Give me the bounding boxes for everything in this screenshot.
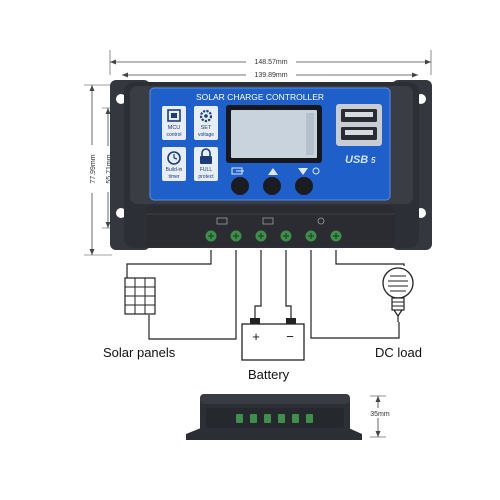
up-arrow-icon	[268, 168, 278, 175]
svg-text:MCU: MCU	[168, 125, 181, 131]
solar-panels-label: Solar panels	[103, 345, 176, 360]
dc-load-label: DC load	[375, 345, 422, 360]
panel-title: SOLAR CHARGE CONTROLLER	[196, 92, 324, 102]
usb-symbol: 5	[371, 156, 376, 165]
full-protect-icon: FULL protect	[194, 147, 218, 181]
side-terminals	[236, 414, 313, 423]
inner-width-label: 139.89mm	[254, 72, 287, 79]
total-width-label: 148.57mm	[254, 59, 287, 66]
depth-label: 35mm	[370, 411, 390, 418]
terminal-symbols	[216, 217, 325, 225]
dimension-total-height: 77.99mm	[84, 84, 112, 256]
light-bulb-icon	[382, 267, 414, 322]
controller-side-view	[186, 394, 362, 440]
svg-text:FULL: FULL	[200, 167, 212, 173]
usb-ports	[336, 104, 382, 146]
total-height-label: 77.99mm	[90, 154, 97, 183]
charge-controller-front: SOLAR CHARGE CONTROLLER MCU control SET …	[110, 80, 432, 250]
inner-height-label: 55.71mm	[106, 154, 113, 183]
svg-text:timer: timer	[168, 174, 179, 180]
set-voltage-icon: SET voltage	[194, 106, 218, 140]
mcu-control-icon: MCU control	[162, 106, 186, 140]
mount-hole-top-left	[116, 94, 126, 104]
down-button[interactable]	[295, 177, 313, 195]
svg-text:SET: SET	[201, 125, 212, 131]
svg-text:control: control	[166, 132, 181, 138]
battery-plus: +	[252, 329, 260, 344]
battery-label: Battery	[248, 367, 290, 382]
usb-label: USB	[345, 154, 368, 166]
mount-hole-bottom-left	[116, 208, 126, 218]
svg-text:voltage: voltage	[198, 132, 214, 138]
dimension-inner-width: 139.89mm	[122, 69, 418, 79]
svg-text:protect: protect	[198, 174, 214, 180]
battery-minus: −	[286, 329, 294, 344]
terminal-screws	[205, 230, 342, 242]
svg-text:Build-in: Build-in	[166, 167, 183, 173]
terminal-block	[146, 206, 394, 246]
solar-panel-icon	[124, 277, 156, 315]
down-arrow-icon	[298, 168, 308, 175]
button-symbols	[231, 167, 320, 175]
menu-button[interactable]	[231, 177, 249, 195]
battery-icon: + −	[241, 318, 305, 361]
up-button[interactable]	[263, 177, 281, 195]
dimension-depth: 35mm	[366, 395, 394, 438]
dimension-total-width: 148.57mm	[109, 50, 432, 75]
build-in-timer-icon: Build-in timer	[162, 147, 186, 181]
lcd-screen	[231, 110, 317, 158]
wiring	[126, 250, 405, 340]
